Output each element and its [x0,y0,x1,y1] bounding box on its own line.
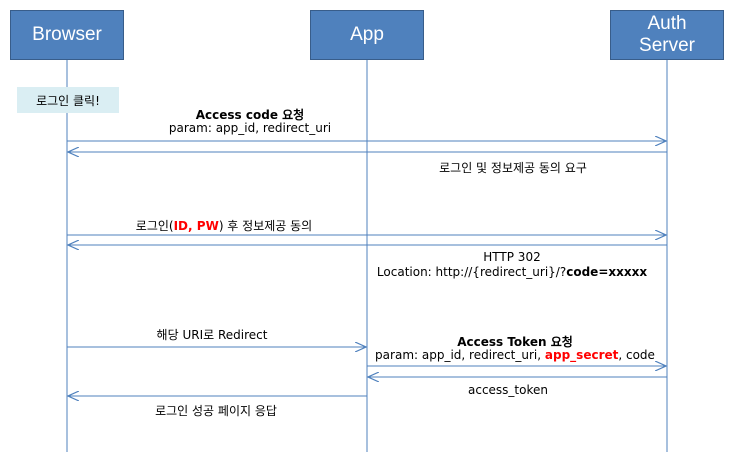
label-login-consent-id: ID [173,219,189,233]
actor-auth-server: Auth Server [610,10,724,60]
label-redirect: 해당 URI로 Redirect [156,328,268,342]
label-app-secret: app_secret [544,348,619,362]
label-http-302: HTTP 302 [483,250,541,264]
label-access-token-param: param: app_id, redirect_uri, app_secret,… [375,348,655,362]
label-location-prefix: Location: http://{redirect_uri}/? [376,265,567,279]
label-access-token-param-suffix: , code [618,348,655,362]
label-access-code-title: Access code 요청 [195,108,305,122]
actor-app: App [310,10,424,60]
label-access-token-title: Access Token 요청 [457,335,573,349]
label-location-code: code=xxxxx [566,265,648,279]
actor-auth-label-line2: Server [639,35,695,56]
label-login-consent-prefix: 로그인( [135,219,174,233]
label-login-consent-pw: PW [196,219,219,233]
actor-browser-label: Browser [32,24,102,46]
label-login-consent-suffix: ) 후 정보제공 동의 [218,219,313,233]
label-login-consent-sep: , [188,219,197,233]
label-access-token-param-prefix: param: app_id, redirect_uri, [375,348,545,362]
label-access-token: access_token [468,383,548,397]
actor-app-label: App [350,24,384,46]
label-login-consent-request: 로그인 및 정보제공 동의 요구 [439,161,587,175]
label-login-consent: 로그인(ID, PW) 후 정보제공 동의 [136,217,312,234]
note-text: 로그인 클릭! [36,93,100,108]
label-login-success: 로그인 성공 페이지 응답 [155,404,277,418]
label-access-code-param: param: app_id, redirect_uri [168,121,332,135]
actor-browser: Browser [10,10,124,60]
label-location: Location: http://{redirect_uri}/?code=xx… [377,265,647,279]
actor-auth-label-line1: Auth [647,13,687,35]
note-login-click: 로그인 클릭! [17,87,119,113]
